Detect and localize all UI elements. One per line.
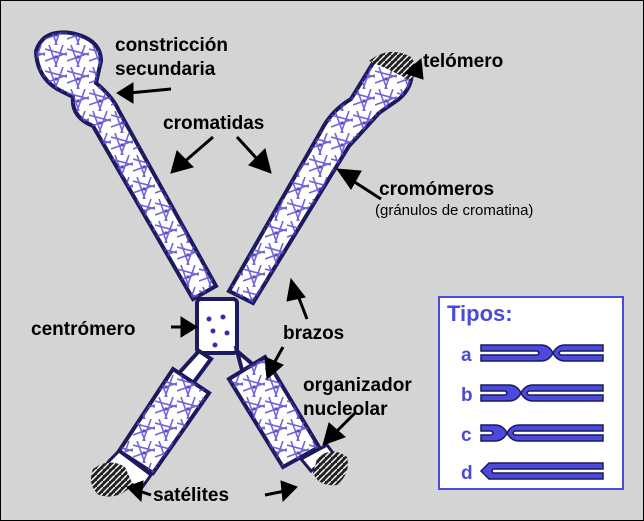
label-satelites: satélites [153,485,229,506]
label-telomero: telómero [423,51,503,72]
label-brazos: brazos [283,323,344,344]
arrowhead-cromatidas-left [171,151,193,173]
arrowhead-constriccion [117,83,133,103]
arrow-cromomeros [353,181,381,199]
arrowhead-cromomeros [337,169,361,189]
chromosome [36,32,415,496]
label-secundaria: secundaria [115,59,216,80]
tipos-letter-c: c [461,425,472,446]
label-constriccion: constricción [115,35,228,56]
arrowhead-centromero [181,317,197,337]
label-cromatidas: cromatidas [163,113,264,134]
label-nucleolar: nucleolar [303,399,388,420]
centromere [197,299,237,353]
label-organizador: organizador [303,375,412,396]
label-granulos: (gránulos de cromatina) [375,202,533,219]
tipos-letter-b: b [461,385,473,406]
arrowhead-satelites-right [281,481,297,501]
tipos-title: Tipos: [447,301,513,326]
arrow-constriccion [129,89,171,93]
arrowhead-brazos-up [287,279,305,301]
label-cromomeros: cromómeros [379,179,494,200]
label-centromero: centrómero [31,319,136,340]
tipos-letter-d: d [461,463,473,484]
tipos-letter-a: a [461,345,472,366]
arrow-cromatidas-left [183,137,213,163]
tipos-legend: Tipos: a b c d [439,297,623,489]
arrow-cromatidas-right [237,137,259,161]
